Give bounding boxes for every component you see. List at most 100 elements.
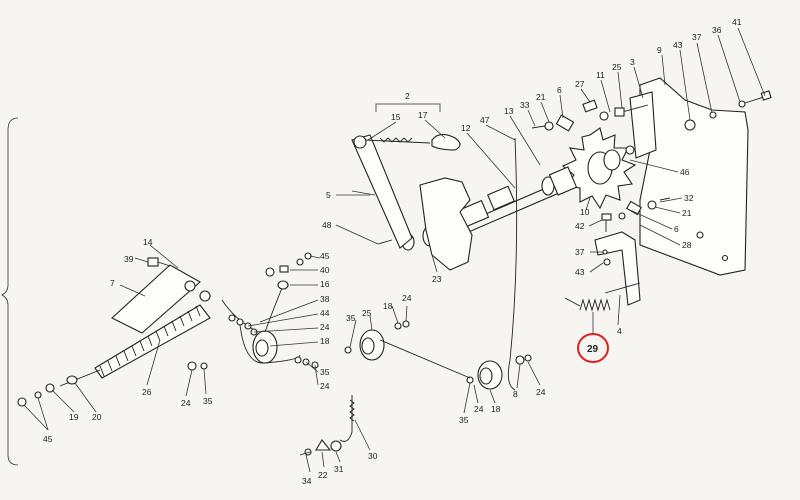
callout-2: 2 <box>405 91 410 101</box>
callout-24e: 25 <box>362 308 372 318</box>
callout-40: 40 <box>320 265 330 275</box>
callout-3: 3 <box>630 57 635 67</box>
callout-35b: 35 <box>203 396 213 406</box>
pin-48 <box>377 239 393 245</box>
callout-45b: 45 <box>43 434 53 444</box>
callout-31: 31 <box>334 464 344 474</box>
callout-25: 25 <box>612 62 622 72</box>
callout-11: 11 <box>596 70 605 80</box>
callout-6b: 6 <box>674 224 679 234</box>
callout-26: 26 <box>142 387 152 397</box>
callout-21b: 21 <box>682 208 692 218</box>
bracket-4 <box>594 231 641 306</box>
callout-46: 46 <box>680 167 690 177</box>
callout-8: 8 <box>513 389 518 399</box>
callout-7: 7 <box>110 278 115 288</box>
callout-29: 29 <box>587 344 599 355</box>
callout-33: 33 <box>520 100 530 110</box>
callout-9: 9 <box>657 45 662 55</box>
arm-5 <box>351 134 413 249</box>
parts-24-35-bottom-left <box>187 361 208 371</box>
sprocket-10 <box>561 127 637 210</box>
callout-43b: 43 <box>575 267 585 277</box>
spring-29 <box>564 297 611 312</box>
callout-24f: 24 <box>474 404 484 414</box>
callout-14: 14 <box>143 237 153 247</box>
parts-14-39 <box>147 257 211 302</box>
callout-44: 44 <box>320 308 330 318</box>
highlight-circle-29 <box>577 333 609 363</box>
parts-35-24-left <box>294 356 319 369</box>
callout-18: 18 <box>320 336 330 346</box>
washer-37b <box>602 249 608 255</box>
pulley-18-middle <box>344 320 471 379</box>
callout-23: 23 <box>432 274 442 284</box>
callout-24c: 24 <box>402 293 412 303</box>
bolt-42 <box>601 213 612 232</box>
parts-34-22-31 <box>299 439 342 456</box>
rod-20 <box>17 369 101 407</box>
plate-hole <box>684 119 696 131</box>
nut-43 <box>603 258 611 266</box>
callout-27: 27 <box>575 79 585 89</box>
callout-15: 15 <box>391 112 401 122</box>
callout-24d: 24 <box>181 398 191 408</box>
pulley-18-right <box>466 354 532 390</box>
callout-16: 16 <box>320 279 330 289</box>
callout-labels: 41 36 37 43 9 3 25 11 27 6 21 33 2 15 17… <box>43 17 742 486</box>
callout-42: 42 <box>575 221 585 231</box>
group-bracket-2 <box>375 103 441 112</box>
callout-24g: 24 <box>536 387 546 397</box>
callout-37b: 37 <box>575 247 585 257</box>
callout-41: 41 <box>732 17 742 27</box>
parts-40-45 <box>265 252 312 277</box>
callout-19: 19 <box>69 412 79 422</box>
pin-21-6 <box>618 197 671 220</box>
washers-38-44-24 <box>228 314 258 336</box>
callout-35c: 35 <box>346 313 356 323</box>
spring-30 <box>349 399 355 422</box>
callout-13: 13 <box>504 106 514 116</box>
leader-lines <box>23 27 766 473</box>
callout-12: 12 <box>461 123 471 133</box>
bolt-25 <box>614 104 649 117</box>
callout-18b: 18 <box>383 301 393 311</box>
side-bracket <box>1 117 19 466</box>
callout-48: 48 <box>322 220 332 230</box>
callout-17: 17 <box>418 110 428 120</box>
washer-37 <box>709 111 717 119</box>
pin-27-6-21 <box>531 99 609 132</box>
callout-37: 37 <box>692 32 702 42</box>
callout-34: 34 <box>302 476 312 486</box>
plate-23 <box>419 177 473 271</box>
callout-10: 10 <box>580 207 590 217</box>
callout-24b: 24 <box>320 381 330 391</box>
callout-22: 22 <box>318 470 328 480</box>
callout-47: 47 <box>480 115 490 125</box>
cable-30 <box>339 395 353 442</box>
callout-28: 28 <box>682 240 692 250</box>
rod-16 <box>264 287 283 333</box>
spring-17 <box>431 133 461 151</box>
cable-47 <box>507 137 518 391</box>
callout-6: 6 <box>557 85 562 95</box>
clip-16 <box>277 280 289 290</box>
callout-45: 45 <box>320 251 330 261</box>
callout-35d: 35 <box>459 415 469 425</box>
spring-26 <box>94 304 211 379</box>
callout-32: 32 <box>684 193 694 203</box>
callout-35: 35 <box>320 367 330 377</box>
callout-5: 5 <box>326 190 331 200</box>
callout-24: 24 <box>320 322 330 332</box>
callout-36: 36 <box>712 25 722 35</box>
bracket-7 <box>111 264 201 334</box>
mounting-plate <box>639 77 749 276</box>
callout-20: 20 <box>92 412 102 422</box>
bolt-41 <box>738 90 772 108</box>
callout-4: 4 <box>617 326 622 336</box>
callout-30: 30 <box>368 451 378 461</box>
callout-21: 21 <box>536 92 546 102</box>
callout-38: 38 <box>320 294 330 304</box>
